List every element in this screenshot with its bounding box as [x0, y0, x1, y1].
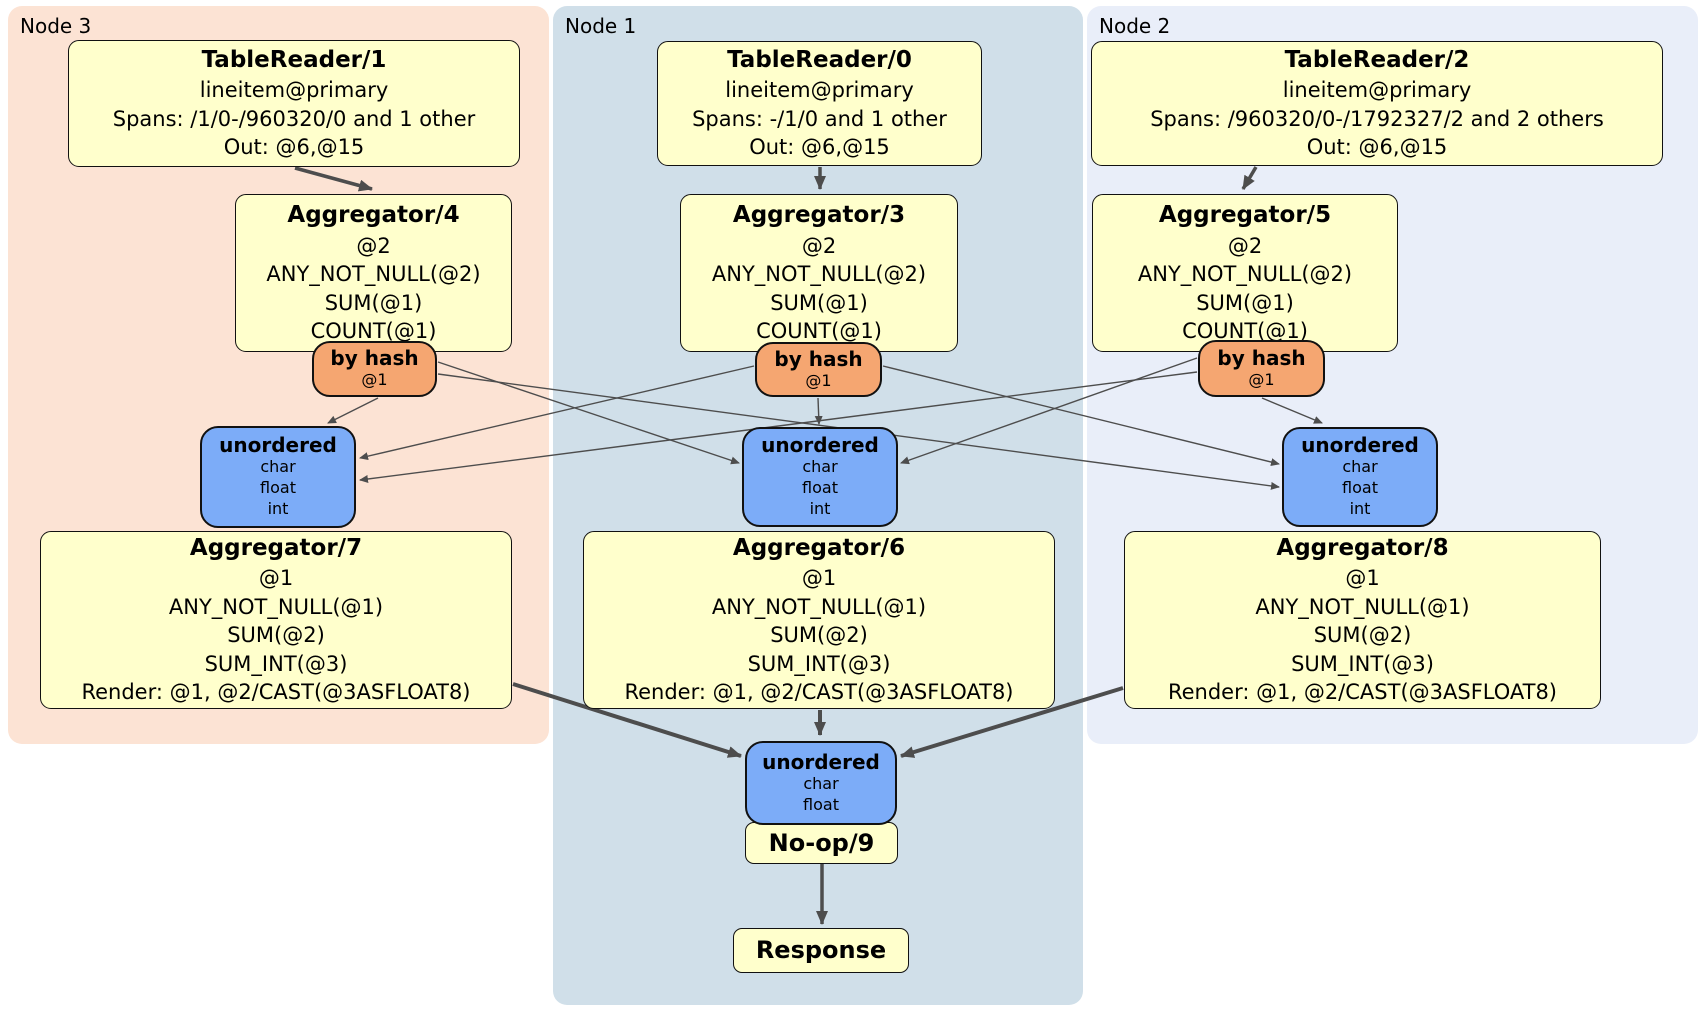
- sync-unordered-node1: unordered char float int: [742, 427, 898, 527]
- processor-line: @2: [356, 233, 391, 258]
- sync-line: int: [1349, 498, 1371, 518]
- processor-line: @2: [1227, 233, 1263, 258]
- router-by-hash-node1: by hash @1: [755, 342, 882, 397]
- router-by-hash-node3: by hash @1: [312, 341, 437, 397]
- router-line: @1: [361, 370, 388, 390]
- sync-unordered-node2: unordered char float int: [1282, 427, 1438, 527]
- processor-line: SUM(@1): [1196, 290, 1294, 315]
- processor-line: ANY_NOT_NULL(@2): [266, 262, 481, 287]
- processor-line: Out: @6,@15: [1306, 135, 1448, 160]
- router-line: @1: [1248, 369, 1275, 389]
- sync-title: unordered: [762, 749, 880, 774]
- router-title: by hash: [1217, 345, 1306, 370]
- processor-tablereader-2: TableReader/2 lineitem@primary Spans: /9…: [1091, 41, 1663, 166]
- processor-aggregator-8: Aggregator/8 @1 ANY_NOT_NULL(@1) SUM(@2)…: [1124, 531, 1601, 709]
- processor-line: SUM_INT(@3): [747, 651, 891, 676]
- processor-line: Spans: /1/0-/960320/0 and 1 other: [112, 106, 476, 131]
- processor-line: Out: @6,@15: [223, 135, 365, 160]
- processor-line: Spans: /960320/0-/1792327/2 and 2 others: [1150, 106, 1604, 131]
- processor-noop-9: No-op/9: [745, 822, 898, 864]
- processor-title: TableReader/2: [1284, 47, 1470, 74]
- processor-aggregator-6: Aggregator/6 @1 ANY_NOT_NULL(@1) SUM(@2)…: [583, 531, 1055, 709]
- sync-title: unordered: [1301, 433, 1419, 458]
- processor-line: SUM(@2): [227, 623, 325, 648]
- router-title: by hash: [774, 346, 863, 371]
- processor-line: Render: @1, @2/CAST(@3ASFLOAT8): [81, 680, 471, 705]
- region-label-node2: Node 2: [1099, 14, 1171, 38]
- processor-line: SUM_INT(@3): [1291, 651, 1434, 676]
- processor-aggregator-3: Aggregator/3 @2 ANY_NOT_NULL(@2) SUM(@1)…: [680, 194, 958, 352]
- sync-unordered-node3: unordered char float int: [200, 426, 356, 528]
- processor-line: Out: @6,@15: [749, 135, 890, 160]
- sync-line: int: [267, 498, 289, 518]
- processor-tablereader-1: TableReader/1 lineitem@primary Spans: /1…: [68, 40, 520, 167]
- processor-title: Aggregator/7: [189, 535, 363, 561]
- processor-title: Aggregator/8: [1276, 535, 1449, 561]
- processor-line: ANY_NOT_NULL(@1): [1255, 594, 1470, 619]
- processor-line: @1: [258, 566, 294, 591]
- processor-line: Render: @1, @2/CAST(@3ASFLOAT8): [624, 680, 1014, 705]
- processor-line: ANY_NOT_NULL(@2): [1137, 262, 1353, 287]
- router-line: @1: [805, 370, 832, 390]
- processor-line: COUNT(@1): [1182, 319, 1308, 344]
- processor-aggregator-7: Aggregator/7 @1 ANY_NOT_NULL(@1) SUM(@2)…: [40, 531, 512, 709]
- processor-line: lineitem@primary: [725, 78, 914, 103]
- router-title: by hash: [330, 346, 419, 371]
- processor-title: Response: [755, 936, 887, 965]
- sync-line: char: [260, 457, 296, 477]
- processor-line: SUM_INT(@3): [204, 651, 348, 676]
- processor-title: Aggregator/6: [732, 535, 906, 561]
- processor-line: SUM(@2): [770, 623, 868, 648]
- processor-line: ANY_NOT_NULL(@1): [711, 594, 927, 619]
- processor-title: No-op/9: [768, 828, 875, 857]
- sync-title: unordered: [761, 433, 879, 458]
- sync-line: float: [802, 478, 838, 498]
- sync-line: float: [803, 794, 839, 814]
- processor-line: Render: @1, @2/CAST(@3ASFLOAT8): [1167, 680, 1558, 705]
- sync-line: char: [802, 457, 838, 477]
- router-by-hash-node2: by hash @1: [1198, 340, 1325, 397]
- processor-title: TableReader/0: [727, 47, 912, 74]
- region-label-node1: Node 1: [565, 14, 637, 38]
- processor-title: Aggregator/4: [287, 202, 460, 229]
- processor-line: lineitem@primary: [199, 78, 389, 103]
- processor-line: lineitem@primary: [1282, 78, 1472, 103]
- processor-aggregator-5: Aggregator/5 @2 ANY_NOT_NULL(@2) SUM(@1)…: [1092, 194, 1398, 352]
- sync-line: char: [1342, 457, 1378, 477]
- region-label-node3: Node 3: [20, 14, 92, 38]
- processor-line: COUNT(@1): [756, 319, 882, 344]
- processor-line: ANY_NOT_NULL(@1): [168, 594, 384, 619]
- processor-response: Response: [733, 928, 909, 973]
- processor-line: @2: [801, 233, 837, 258]
- processor-title: Aggregator/3: [732, 202, 906, 229]
- sync-line: float: [1342, 478, 1378, 498]
- processor-line: Spans: -/1/0 and 1 other: [692, 106, 947, 131]
- sync-unordered-final: unordered char float: [745, 741, 897, 825]
- sync-title: unordered: [219, 433, 337, 458]
- processor-line: COUNT(@1): [310, 319, 437, 344]
- processor-tablereader-0: TableReader/0 lineitem@primary Spans: -/…: [657, 41, 982, 166]
- processor-title: TableReader/1: [201, 47, 387, 74]
- processor-title: Aggregator/5: [1158, 202, 1332, 229]
- processor-line: SUM(@2): [1313, 623, 1412, 648]
- processor-line: @1: [801, 566, 837, 591]
- sync-line: int: [809, 498, 831, 518]
- sync-line: char: [803, 773, 839, 793]
- processor-line: SUM(@1): [324, 290, 423, 315]
- processor-aggregator-4: Aggregator/4 @2 ANY_NOT_NULL(@2) SUM(@1)…: [235, 194, 512, 352]
- processor-line: ANY_NOT_NULL(@2): [711, 262, 927, 287]
- sync-line: float: [260, 478, 296, 498]
- processor-line: SUM(@1): [770, 290, 868, 315]
- processor-line: @1: [1345, 566, 1380, 591]
